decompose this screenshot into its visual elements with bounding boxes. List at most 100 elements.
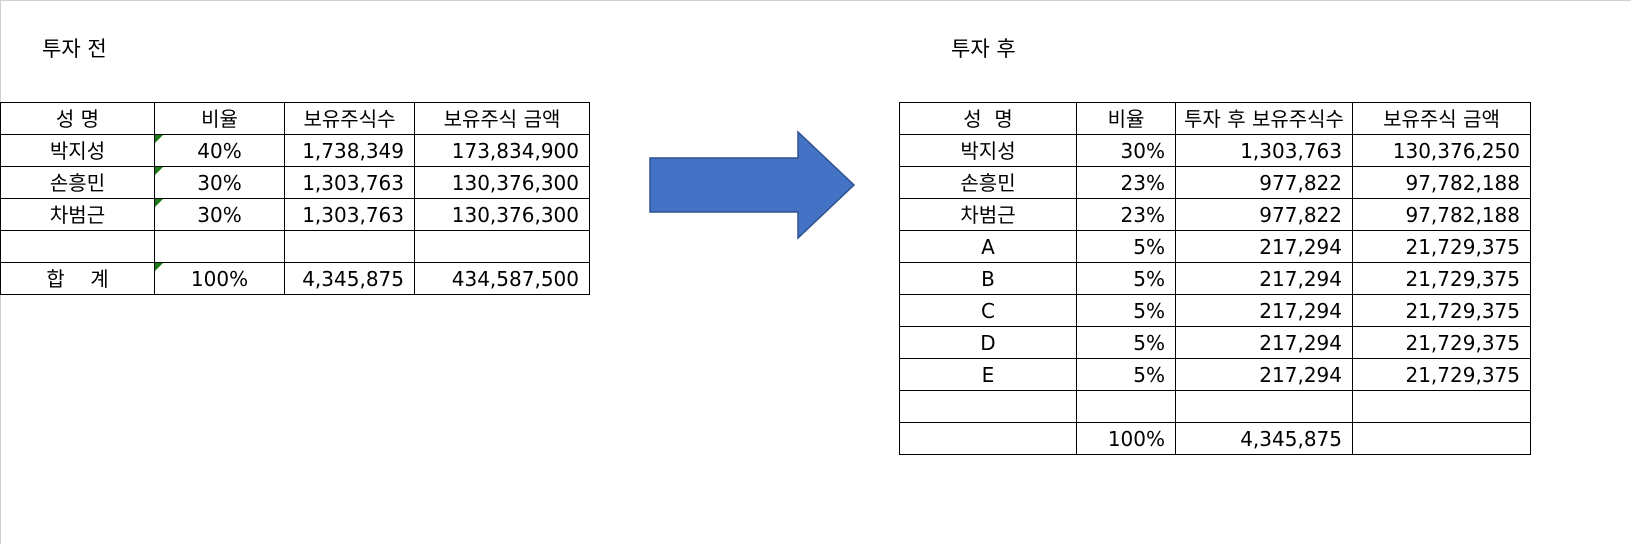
- amount-cell[interactable]: 130,376,300: [414, 198, 590, 231]
- header-shares-cell[interactable]: 보유주식수: [284, 102, 415, 135]
- table-row: E 5% 217,294 21,729,375: [899, 358, 1531, 391]
- after-investment-heading: 투자 후: [951, 37, 1016, 61]
- ratio-cell[interactable]: 40%: [154, 134, 285, 167]
- name-cell[interactable]: 차범근: [899, 198, 1077, 231]
- shares-cell[interactable]: 217,294: [1175, 358, 1353, 391]
- total-ratio-value: 100%: [190, 266, 249, 291]
- shares-cell[interactable]: 977,822: [1175, 198, 1353, 231]
- amount-cell[interactable]: 21,729,375: [1352, 358, 1531, 391]
- total-shares-cell[interactable]: 4,345,875: [284, 262, 415, 295]
- ratio-cell[interactable]: 30%: [154, 198, 285, 231]
- error-marker-icon: [155, 135, 163, 143]
- amount-cell[interactable]: 130,376,250: [1352, 134, 1531, 167]
- name-cell[interactable]: 박지성: [899, 134, 1077, 167]
- table-row: [899, 390, 1531, 423]
- shares-cell[interactable]: 1,738,349: [284, 134, 415, 167]
- ratio-cell[interactable]: [154, 230, 285, 263]
- table-row: 손흥민 30% 1,303,763 130,376,300: [0, 166, 590, 199]
- before-investment-heading: 투자 전: [42, 37, 107, 61]
- name-cell[interactable]: D: [899, 326, 1077, 359]
- header-ratio-cell[interactable]: 비율: [154, 102, 285, 135]
- total-ratio-cell[interactable]: 100%: [154, 262, 285, 295]
- amount-cell[interactable]: 97,782,188: [1352, 166, 1531, 199]
- shares-cell[interactable]: 217,294: [1175, 326, 1353, 359]
- name-cell[interactable]: 박지성: [0, 134, 155, 167]
- table-row: 차범근 30% 1,303,763 130,376,300: [0, 198, 590, 231]
- ratio-cell[interactable]: [1076, 390, 1176, 423]
- header-row: 성 명 비율 보유주식수 보유주식 금액: [0, 102, 590, 135]
- ratio-cell[interactable]: 30%: [154, 166, 285, 199]
- ratio-value: 30%: [197, 202, 242, 227]
- name-cell[interactable]: 손흥민: [0, 166, 155, 199]
- amount-cell[interactable]: 97,782,188: [1352, 198, 1531, 231]
- ratio-value: 30%: [197, 170, 242, 195]
- name-cell[interactable]: B: [899, 262, 1077, 295]
- header-row: 성 명 비율 투자 후 보유주식수 보유주식 금액: [899, 102, 1531, 135]
- amount-cell[interactable]: 21,729,375: [1352, 262, 1531, 295]
- name-cell[interactable]: A: [899, 230, 1077, 263]
- table-row: 차범근 23% 977,822 97,782,188: [899, 198, 1531, 231]
- total-shares-cell[interactable]: 4,345,875: [1175, 422, 1353, 455]
- total-ratio-cell[interactable]: 100%: [1076, 422, 1176, 455]
- ratio-value: 40%: [197, 138, 242, 163]
- shares-cell[interactable]: 217,294: [1175, 294, 1353, 327]
- ratio-cell[interactable]: 23%: [1076, 198, 1176, 231]
- ratio-cell[interactable]: 5%: [1076, 358, 1176, 391]
- table-row: C 5% 217,294 21,729,375: [899, 294, 1531, 327]
- error-marker-icon: [155, 167, 163, 175]
- table-row: A 5% 217,294 21,729,375: [899, 230, 1531, 263]
- table-row: B 5% 217,294 21,729,375: [899, 262, 1531, 295]
- shares-cell[interactable]: 1,303,763: [1175, 134, 1353, 167]
- header-shares-label: 투자 후 보유주식수: [1184, 106, 1344, 131]
- amount-cell[interactable]: 130,376,300: [414, 166, 590, 199]
- shares-cell[interactable]: 1,303,763: [284, 166, 415, 199]
- shares-cell[interactable]: 217,294: [1175, 230, 1353, 263]
- header-ratio-cell[interactable]: 비율: [1076, 102, 1176, 135]
- amount-cell[interactable]: [1352, 390, 1531, 423]
- header-shares-cell[interactable]: 투자 후 보유주식수: [1175, 102, 1353, 135]
- name-cell[interactable]: [0, 230, 155, 263]
- table-row: [0, 230, 590, 263]
- amount-cell[interactable]: 21,729,375: [1352, 294, 1531, 327]
- shares-cell[interactable]: 1,303,763: [284, 198, 415, 231]
- after-investment-table: 성 명 비율 투자 후 보유주식수 보유주식 금액 박지성 30% 1,303,…: [899, 102, 1531, 455]
- total-label-cell[interactable]: [899, 422, 1077, 455]
- name-cell[interactable]: E: [899, 358, 1077, 391]
- name-cell[interactable]: [899, 390, 1077, 423]
- amount-cell[interactable]: 21,729,375: [1352, 230, 1531, 263]
- ratio-cell[interactable]: 5%: [1076, 294, 1176, 327]
- amount-cell[interactable]: 21,729,375: [1352, 326, 1531, 359]
- header-name-cell[interactable]: 성 명: [0, 102, 155, 135]
- ratio-cell[interactable]: 30%: [1076, 134, 1176, 167]
- table-row: 박지성 30% 1,303,763 130,376,250: [899, 134, 1531, 167]
- header-amount-cell[interactable]: 보유주식 금액: [414, 102, 590, 135]
- total-label-cell[interactable]: 합 계: [0, 262, 155, 295]
- header-amount-cell[interactable]: 보유주식 금액: [1352, 102, 1531, 135]
- error-marker-icon: [155, 263, 163, 271]
- amount-cell[interactable]: [414, 230, 590, 263]
- before-investment-table: 성 명 비율 보유주식수 보유주식 금액 박지성 40% 1,738,349 1…: [0, 102, 590, 295]
- ratio-cell[interactable]: 5%: [1076, 230, 1176, 263]
- ratio-cell[interactable]: 5%: [1076, 326, 1176, 359]
- amount-cell[interactable]: 173,834,900: [414, 134, 590, 167]
- total-amount-cell[interactable]: 434,587,500: [414, 262, 590, 295]
- right-arrow-icon[interactable]: [648, 130, 858, 240]
- total-amount-cell[interactable]: [1352, 422, 1531, 455]
- error-marker-icon: [155, 199, 163, 207]
- total-row: 100% 4,345,875: [899, 422, 1531, 455]
- header-name-cell[interactable]: 성 명: [899, 102, 1077, 135]
- name-cell[interactable]: C: [899, 294, 1077, 327]
- name-cell[interactable]: 차범근: [0, 198, 155, 231]
- table-row: D 5% 217,294 21,729,375: [899, 326, 1531, 359]
- table-row: 손흥민 23% 977,822 97,782,188: [899, 166, 1531, 199]
- ratio-cell[interactable]: 23%: [1076, 166, 1176, 199]
- arrow-shape[interactable]: [649, 130, 856, 240]
- table-row: 박지성 40% 1,738,349 173,834,900: [0, 134, 590, 167]
- shares-cell[interactable]: [1175, 390, 1353, 423]
- shares-cell[interactable]: [284, 230, 415, 263]
- total-row: 합 계 100% 4,345,875 434,587,500: [0, 262, 590, 295]
- shares-cell[interactable]: 217,294: [1175, 262, 1353, 295]
- shares-cell[interactable]: 977,822: [1175, 166, 1353, 199]
- ratio-cell[interactable]: 5%: [1076, 262, 1176, 295]
- name-cell[interactable]: 손흥민: [899, 166, 1077, 199]
